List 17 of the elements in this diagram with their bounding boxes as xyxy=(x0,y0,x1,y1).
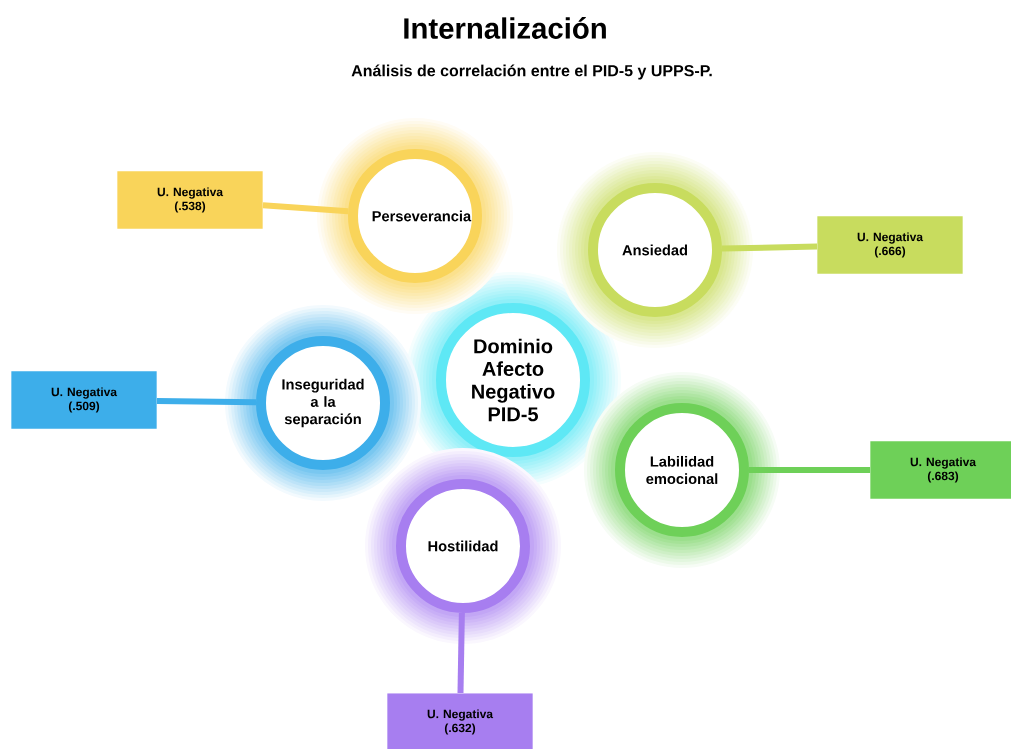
subtitle: Análisis de correlación entre el PID-5 y UPPS-P. xyxy=(351,64,712,80)
circle-node: Hostilidad xyxy=(365,448,561,644)
connector-line xyxy=(749,467,871,473)
value-box: U. Negativa (.632) xyxy=(387,693,533,749)
connector-line xyxy=(721,243,818,252)
circle-node: Perseverancia xyxy=(317,118,513,314)
connector-line xyxy=(457,612,465,694)
circle-node: Labilidad emocional xyxy=(584,372,780,568)
value-box: U. Negativa (.538) xyxy=(117,171,263,229)
circle-node: Inseguridad a la separación xyxy=(225,305,421,501)
value-box: U. Negativa (.509) xyxy=(11,371,157,429)
connector-line xyxy=(262,202,349,215)
circle-node: Ansiedad xyxy=(557,152,753,348)
value-box: U. Negativa (.666) xyxy=(817,216,963,274)
value-box: U. Negativa (.683) xyxy=(870,441,1011,499)
connector-line xyxy=(156,397,257,406)
title: Internalización xyxy=(404,17,606,39)
